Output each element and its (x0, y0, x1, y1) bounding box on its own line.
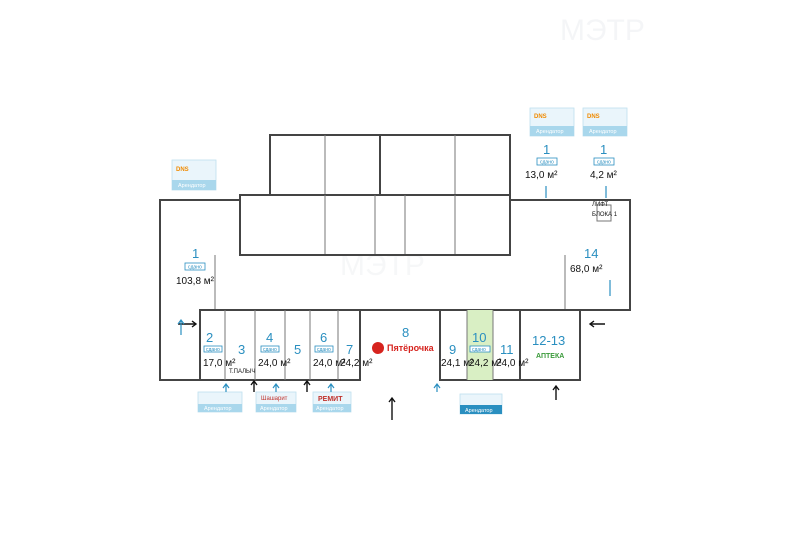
unit-5-number: 5 (294, 342, 301, 357)
dns-card-left: DNS Арендатор (171, 159, 217, 191)
unit-9-area: 24,1 м² (441, 358, 474, 369)
unit-1-status: сдано (188, 265, 202, 271)
unit-4-area: 24,0 м² (258, 358, 291, 369)
tenant-card-4: Шашарит Арендатор (255, 391, 297, 413)
unit-3-number: 3 (238, 342, 245, 357)
dns-card-mid: DNS Арендатор (529, 107, 575, 137)
unit-2-number: 2 (206, 330, 213, 345)
unit-1c-status-badge (593, 157, 615, 166)
unit-1-status-badge (184, 262, 206, 271)
shop-strip (199, 309, 581, 381)
unit-7-area: 24,2 м² (340, 358, 373, 369)
tenant-label-2: Арендатор (204, 406, 232, 412)
unit-10-status-badge (469, 345, 491, 353)
unit-2-area: 17,0 м² (203, 358, 236, 369)
unit-14-area: 68,0 м² (570, 264, 603, 275)
unit-1b-status-badge (536, 157, 558, 166)
unit-7-number: 7 (346, 342, 353, 357)
unit-4-status-badge (260, 345, 280, 353)
unit-arrows (177, 186, 611, 392)
unit-1b-status: сдано (540, 160, 554, 166)
dns-brand-left: DNS (176, 167, 189, 173)
tenant-card-2: Арендатор (197, 391, 243, 413)
unit-9-number: 9 (449, 342, 456, 357)
unit-1c-area: 4,2 м² (590, 170, 618, 181)
unit-2-status-badge (203, 345, 223, 353)
unit-1c-number: 1 (600, 142, 607, 157)
unit-1-number: 1 (192, 246, 199, 261)
unit-6-area: 24,0 м² (313, 358, 346, 369)
unit-1-area: 103,8 м² (176, 276, 215, 287)
unit-6-status-badge (314, 345, 334, 353)
brand-sharapov: Шашарит (261, 396, 288, 402)
brand-tpalych: Т.ПАЛЫЧ (229, 369, 255, 375)
unit-4-status: сдано (263, 347, 277, 353)
dns-tenant-left: Арендатор (178, 183, 206, 189)
brand-apteka: АПТЕКА (536, 353, 564, 360)
unit-14-number: 14 (584, 246, 598, 261)
dns-tenant-right: Арендатор (589, 129, 617, 135)
unit-6-status: сдано (317, 347, 331, 353)
unit-1213-number: 12-13 (532, 333, 565, 348)
brand-pyaterochka: Пятёрочка (387, 343, 435, 353)
watermark-text-2: МЭТР (340, 249, 425, 282)
tenant-label-6: Арендатор (316, 406, 344, 412)
dns-brand-mid: DNS (534, 114, 547, 120)
dns-tenant-mid: Арендатор (536, 129, 564, 135)
unit-11-area: 24,0 м² (496, 358, 529, 369)
lift-label-2: БЛОКА 1 (592, 212, 618, 218)
unit-11-number: 11 (500, 342, 514, 357)
lift-shaft (596, 204, 612, 222)
brand-remit: РЕМИТ (318, 396, 343, 403)
tenant-label-10: Арендатор (465, 408, 493, 414)
pyaterochka-logo-icon (372, 342, 384, 354)
dns-brand-right: DNS (587, 114, 600, 120)
unit-2-status: сдано (206, 347, 220, 353)
unit-1b-number: 1 (543, 142, 550, 157)
watermark-text: МЭТР (560, 14, 645, 47)
unit-10-status: сдано (472, 347, 486, 353)
unit-10-highlight (467, 310, 493, 380)
unit-10-area: 24,2 м² (469, 358, 502, 369)
unit-6-number: 6 (320, 330, 327, 345)
unit-8-number: 8 (402, 325, 409, 340)
tenant-card-10: Арендатор (459, 393, 503, 415)
upper-rooms (239, 134, 511, 256)
tenant-card-6: РЕМИТ Арендатор (312, 391, 352, 413)
unit-10-number: 10 (472, 330, 486, 345)
unit-1b-area: 13,0 м² (525, 170, 558, 181)
entrance-arrows (178, 320, 605, 420)
tenant-label-4: Арендатор (260, 406, 288, 412)
unit-1c-status: сдано (597, 160, 611, 166)
dns-card-right: DNS Арендатор (582, 107, 628, 137)
lift-label-1: ЛИФТ (592, 202, 608, 208)
unit-4-number: 4 (266, 330, 273, 345)
